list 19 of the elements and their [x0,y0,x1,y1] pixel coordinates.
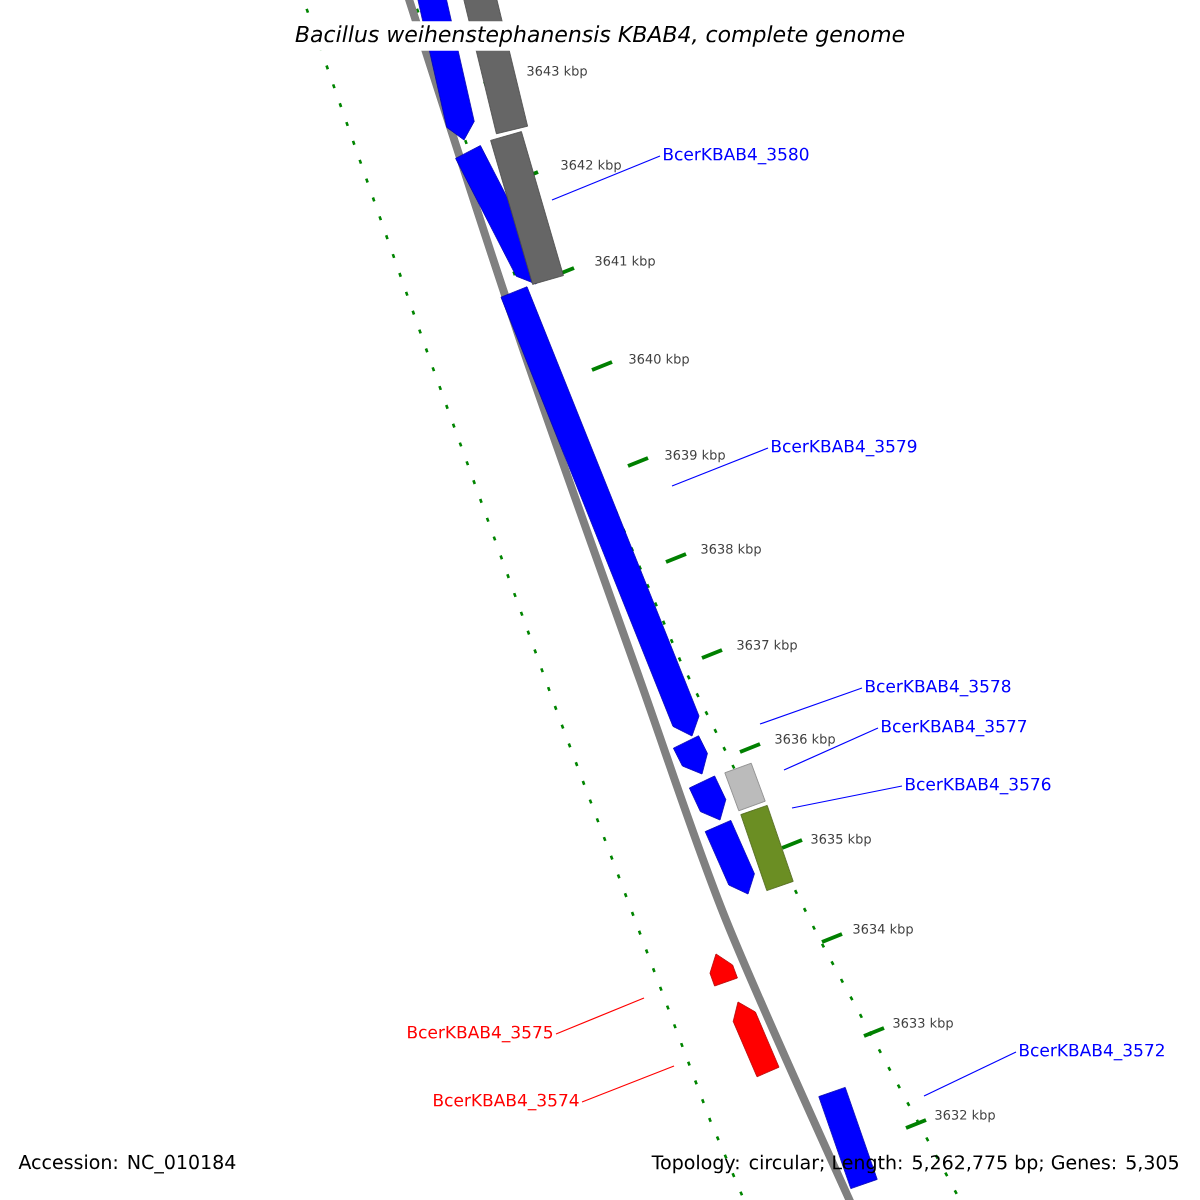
gene-label: BcerKBAB4_3578 [866,679,1011,697]
leader-line [783,727,879,771]
leader-line [759,687,863,725]
gene-label: BcerKBAB4_3580 [664,147,809,165]
title: Bacillus weihenstephanensis KBAB4, complete genome [290,21,910,51]
genome-summary: Topology: circular; Length: 5,262,775 bp; Genes: 5,305 [651,1154,1178,1174]
gene-label: BcerKBAB4_3576 [906,777,1051,795]
leader-line [791,785,903,809]
leader-line [671,447,769,487]
leader-line [555,997,645,1035]
gene-label: BcerKBAB4_3575 [408,1025,553,1043]
leader-line [551,155,661,201]
gene-label: BcerKBAB4_3574 [434,1093,579,1111]
gene-label: BcerKBAB4_3572 [1020,1043,1164,1061]
accession-text: Accession: NC_010184 [18,1154,236,1174]
leader-line [923,1051,1017,1097]
leader-line [581,1065,675,1103]
gene-label: BcerKBAB4_3577 [882,719,1027,737]
gene-label: BcerKBAB4_3579 [772,439,917,457]
